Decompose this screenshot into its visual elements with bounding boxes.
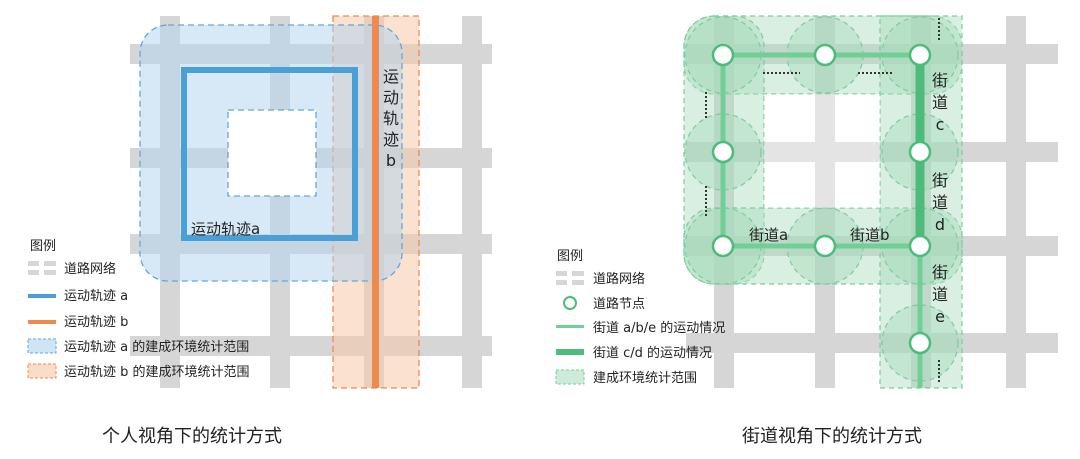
legend-title-right: 图例 xyxy=(557,249,583,264)
trajectory-b-line xyxy=(372,16,379,388)
trajectory-a-line xyxy=(181,67,358,241)
legend-item-trajectory-a: 运动轨迹 a xyxy=(28,289,128,304)
legend-label-street-abe: 街道 a/b/e 的运动情况 xyxy=(593,320,725,336)
left-caption: 个人视角下的统计方式 xyxy=(102,426,282,447)
legend-item-road-network-right: 道路网络 xyxy=(556,271,645,287)
left-panel: 运动轨迹a 运 动 轨 迹 b 图例 道路网络 运动轨迹 a 运动轨迹 b xyxy=(27,15,492,447)
street-d-label-char-3: d xyxy=(935,215,945,234)
road-node xyxy=(908,43,932,67)
street-e-label-char-2: 道 xyxy=(932,285,948,304)
trajectory-b-label-char-3: 轨 xyxy=(383,109,399,128)
street-e-label-char-1: 街 xyxy=(932,263,948,282)
legend-label-trajectory-b: 运动轨迹 b xyxy=(64,315,128,330)
legend-label-trajectory-a: 运动轨迹 a xyxy=(64,289,128,304)
road-node xyxy=(908,234,932,258)
legend-label-built-range: 建成环境统计范围 xyxy=(593,371,697,386)
legend-item-trajectory-b-range: 运动轨迹 b 的建成环境统计范围 xyxy=(27,363,250,380)
legend-label-street-cd: 街道 c/d 的运动情况 xyxy=(593,345,712,361)
right-panel: 街道a 街道b 街 道 c 街 道 d 街 道 e 图例 道路网络 xyxy=(555,15,1058,447)
street-b-label: 街道b xyxy=(850,226,890,244)
legend-item-trajectory-a-range: 运动轨迹 a 的建成环境统计范围 xyxy=(27,338,249,355)
street-c-label-char-2: 道 xyxy=(932,93,948,112)
street-c-label-char-1: 街 xyxy=(932,71,948,90)
legend-item-road-node: 道路节点 xyxy=(563,296,645,312)
legend-item-street-abe: 街道 a/b/e 的运动情况 xyxy=(556,320,725,336)
legend-label-trajectory-b-range: 运动轨迹 b 的建成环境统计范围 xyxy=(64,364,250,380)
road-node xyxy=(711,234,735,258)
street-e-label-vertical: 街 道 e xyxy=(932,263,948,326)
inner-block xyxy=(764,94,880,208)
right-caption: 街道视角下的统计方式 xyxy=(742,426,922,447)
trajectory-a-range-inner xyxy=(227,109,317,197)
legend-title-left: 图例 xyxy=(30,239,56,254)
trajectory-b-label-char-1: 运 xyxy=(383,67,399,86)
street-e-label-char-3: e xyxy=(935,307,945,326)
trajectory-b-label-char-5: b xyxy=(386,151,396,170)
street-d-label-vertical: 街 道 d xyxy=(932,171,948,234)
legend-item-street-cd: 街道 c/d 的运动情况 xyxy=(556,345,712,361)
road-node xyxy=(711,43,735,67)
trajectory-b-label-char-4: 迹 xyxy=(383,130,399,149)
road-node xyxy=(908,331,932,355)
legend-item-road-network: 道路网络 xyxy=(28,261,116,277)
legend-label-road-network: 道路网络 xyxy=(64,261,116,277)
trajectory-a-label: 运动轨迹a xyxy=(191,220,260,238)
street-a-label: 街道a xyxy=(749,226,788,244)
ellipsis-marks xyxy=(705,18,940,384)
road-node xyxy=(813,43,837,67)
legend-left: 图例 道路网络 运动轨迹 a 运动轨迹 b 运动轨迹 a 的建成环境统计范围 xyxy=(27,239,250,380)
legend-label-trajectory-a-range: 运动轨迹 a 的建成环境统计范围 xyxy=(64,339,249,355)
legend-item-trajectory-b: 运动轨迹 b xyxy=(28,315,128,330)
street-d-label-char-2: 道 xyxy=(932,193,948,212)
street-d-label-char-1: 街 xyxy=(932,171,948,190)
road-node xyxy=(813,234,837,258)
legend-right: 图例 道路网络 道路节点 街道 a/b/e 的运动情况 街道 c/d 的运动情况 xyxy=(555,249,725,386)
trajectory-b-label-char-2: 动 xyxy=(383,88,399,107)
road-nodes xyxy=(711,43,932,355)
trajectory-b-label-vertical: 运 动 轨 迹 b xyxy=(383,67,399,170)
legend-label-road-node: 道路节点 xyxy=(593,296,645,312)
street-c-label-char-3: c xyxy=(936,115,945,134)
street-c-label-vertical: 街 道 c xyxy=(932,71,948,134)
legend-item-built-range: 建成环境统计范围 xyxy=(555,369,697,386)
legend-label-road-network-right: 道路网络 xyxy=(593,271,645,287)
road-node xyxy=(908,140,932,164)
road-node xyxy=(711,140,735,164)
